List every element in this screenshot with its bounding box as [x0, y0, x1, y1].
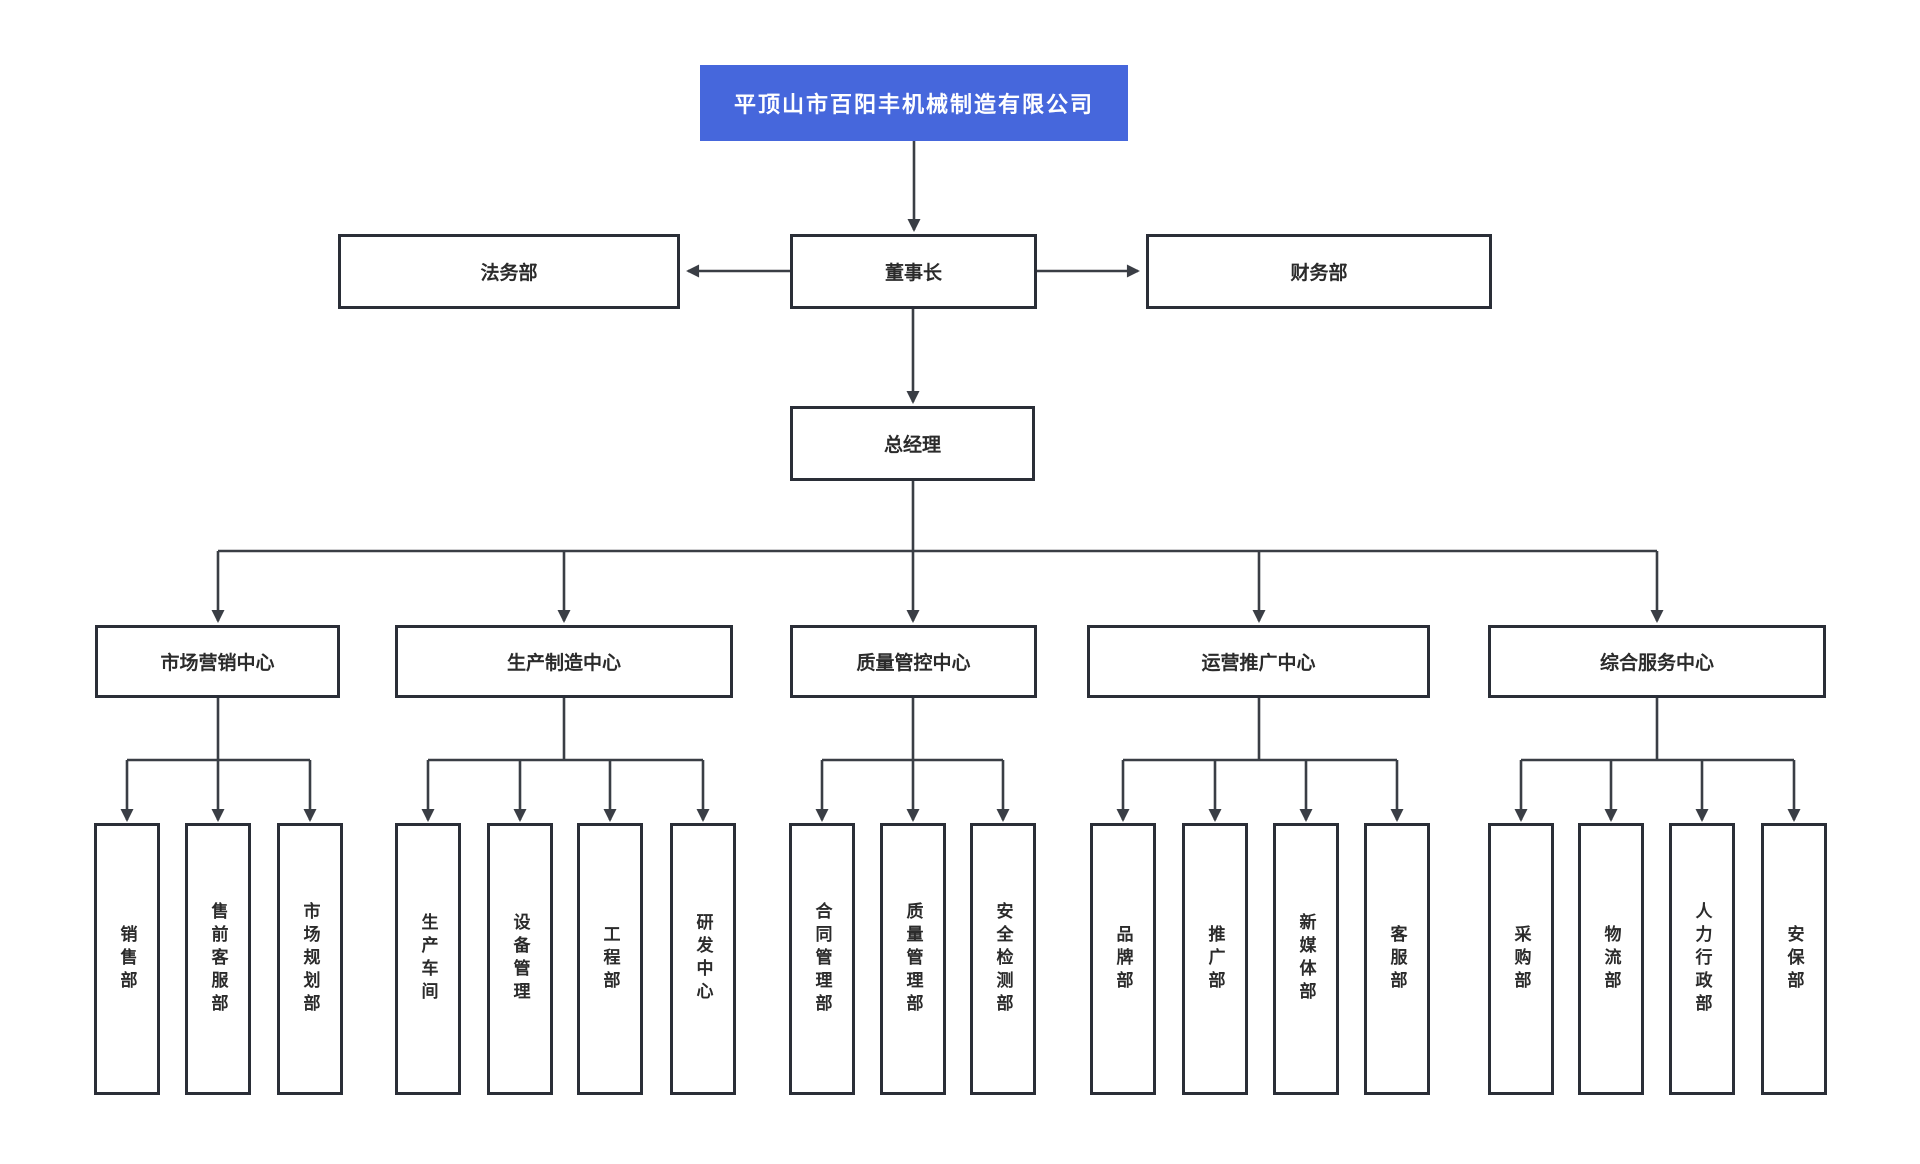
node-label: 设备管理	[510, 913, 530, 1005]
node-dept-rd-center[interactable]: 研发中心	[670, 823, 736, 1095]
node-company-root[interactable]: 平顶山市百阳丰机械制造有限公司	[700, 65, 1128, 141]
node-dept-production-workshop[interactable]: 生产车间	[395, 823, 461, 1095]
node-label: 合同管理部	[812, 901, 832, 1017]
node-dept-hr-admin[interactable]: 人力行政部	[1669, 823, 1735, 1095]
node-label: 品牌部	[1113, 924, 1133, 994]
connector-production-depts	[421, 698, 710, 822]
node-label: 物流部	[1601, 924, 1621, 994]
node-general-manager[interactable]: 总经理	[790, 406, 1035, 481]
node-label: 质量管理部	[903, 901, 923, 1017]
node-legal-dept[interactable]: 法务部	[338, 234, 680, 309]
node-label: 销售部	[117, 924, 137, 994]
node-dept-new-media[interactable]: 新媒体部	[1273, 823, 1339, 1095]
node-label: 市场营销中心	[160, 653, 275, 674]
node-label: 质量管控中心	[856, 653, 971, 674]
node-label: 售前客服部	[208, 901, 228, 1017]
node-label: 新媒体部	[1296, 913, 1316, 1005]
node-dept-customer-service[interactable]: 客服部	[1364, 823, 1430, 1095]
node-label: 市场规划部	[300, 901, 320, 1017]
node-center-services[interactable]: 综合服务中心	[1488, 625, 1826, 698]
node-dept-contract-management[interactable]: 合同管理部	[789, 823, 855, 1095]
connector-quality-depts	[815, 698, 1010, 822]
connector-marketing-depts	[120, 698, 317, 822]
connector-services-depts	[1514, 698, 1801, 822]
node-label: 生产车间	[418, 913, 438, 1005]
node-label: 财务部	[1290, 263, 1348, 284]
node-label: 总经理	[883, 435, 941, 456]
node-label: 研发中心	[693, 913, 713, 1005]
node-dept-procurement[interactable]: 采购部	[1488, 823, 1554, 1095]
node-label: 平顶山市百阳丰机械制造有限公司	[733, 92, 1094, 117]
node-label: 生产制造中心	[506, 653, 621, 674]
node-label: 工程部	[600, 924, 620, 994]
node-dept-equipment-management[interactable]: 设备管理	[487, 823, 553, 1095]
node-label: 法务部	[480, 263, 538, 284]
node-dept-promotion[interactable]: 推广部	[1182, 823, 1248, 1095]
node-center-marketing[interactable]: 市场营销中心	[95, 625, 340, 698]
node-dept-market-planning[interactable]: 市场规划部	[277, 823, 343, 1095]
node-label: 董事长	[884, 263, 942, 284]
node-center-production[interactable]: 生产制造中心	[395, 625, 733, 698]
node-label: 采购部	[1511, 924, 1531, 994]
node-dept-safety-inspection[interactable]: 安全检测部	[970, 823, 1036, 1095]
node-dept-engineering[interactable]: 工程部	[577, 823, 643, 1095]
node-label: 运营推广中心	[1201, 653, 1316, 674]
node-label: 安全检测部	[993, 901, 1013, 1017]
node-label: 人力行政部	[1692, 901, 1712, 1017]
node-dept-logistics[interactable]: 物流部	[1578, 823, 1644, 1095]
node-label: 推广部	[1205, 924, 1225, 994]
node-label: 安保部	[1784, 924, 1804, 994]
node-label: 客服部	[1387, 924, 1407, 994]
node-dept-quality-management[interactable]: 质量管理部	[880, 823, 946, 1095]
node-center-operations[interactable]: 运营推广中心	[1087, 625, 1430, 698]
node-dept-sales[interactable]: 销售部	[94, 823, 160, 1095]
node-center-quality[interactable]: 质量管控中心	[790, 625, 1037, 698]
node-finance-dept[interactable]: 财务部	[1146, 234, 1492, 309]
node-dept-brand[interactable]: 品牌部	[1090, 823, 1156, 1095]
connector-gm-to-centers	[211, 481, 1664, 623]
node-label: 综合服务中心	[1599, 653, 1714, 674]
connector-operations-depts	[1116, 698, 1404, 822]
node-dept-presales-service[interactable]: 售前客服部	[185, 823, 251, 1095]
node-chairman[interactable]: 董事长	[790, 234, 1037, 309]
node-dept-security[interactable]: 安保部	[1761, 823, 1827, 1095]
